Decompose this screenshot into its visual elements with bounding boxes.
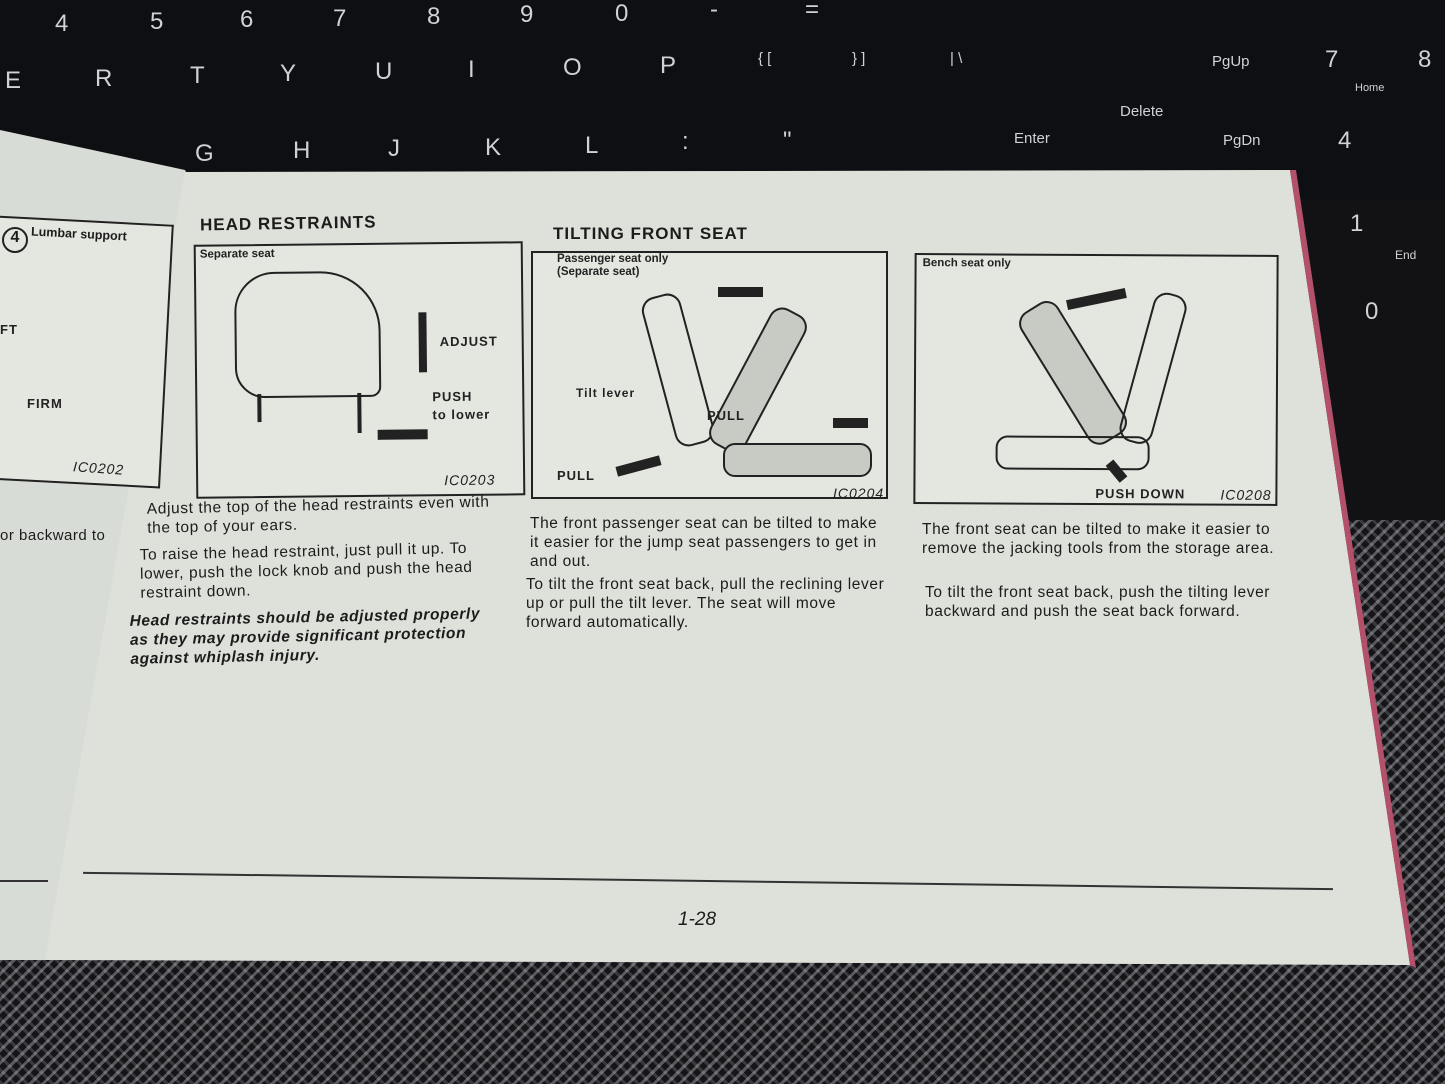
key: 4 — [1338, 127, 1352, 154]
tilt-lever-label: Tilt lever — [576, 386, 636, 400]
seat-cushion-drawing — [995, 435, 1150, 471]
step-badge: 4 — [2, 227, 28, 253]
key: 0 — [615, 0, 629, 27]
key: " — [783, 127, 792, 154]
warning-paragraph: Head restraints should be adjusted prope… — [129, 605, 481, 668]
soft-label: FT — [0, 322, 18, 337]
key: Delete — [1120, 103, 1164, 120]
head-restraint-figure: Separate seat ADJUST PUSH to lower IC020… — [193, 241, 526, 499]
figure-code: IC0203 — [444, 471, 496, 489]
key: 0 — [1365, 298, 1379, 325]
key: J — [388, 135, 400, 162]
figure-caption: Bench seat only — [922, 257, 1011, 270]
key: H — [293, 137, 311, 164]
pull-arrow-icon — [615, 455, 662, 477]
figure-caption: Passenger seat only — [557, 253, 669, 265]
key: 4 — [55, 10, 69, 37]
key: O — [563, 54, 582, 81]
key: - — [710, 0, 718, 23]
key: T — [190, 62, 205, 89]
forward-arrow-icon — [833, 418, 868, 428]
seat-back-drawing — [1116, 289, 1190, 448]
tilted-seat-back-drawing — [1013, 295, 1133, 450]
key: Enter — [1014, 130, 1050, 147]
push-down-label: PUSH DOWN — [1095, 485, 1186, 502]
to-lower-label: to lower — [432, 406, 491, 423]
key: = — [805, 0, 820, 23]
paragraph: To tilt the front seat back, push the ti… — [925, 584, 1271, 620]
head-restraint-drawing — [233, 270, 382, 399]
stay-post — [357, 392, 362, 434]
section-title-head-restraints: HEAD RESTRAINTS — [199, 212, 377, 235]
key: K — [485, 134, 502, 161]
tilted-seat-back-drawing — [704, 302, 812, 458]
tilt-arrow-icon — [1066, 288, 1127, 310]
key: } ] — [852, 50, 866, 67]
key: Home — [1355, 82, 1385, 94]
paragraph: The front seat can be tilted to make it … — [922, 521, 1275, 557]
pull-label: PULL — [707, 408, 745, 423]
key: End — [1395, 248, 1417, 262]
figure-code: IC0204 — [833, 485, 885, 501]
adjust-label: ADJUST — [439, 333, 498, 350]
footer-rule — [0, 880, 48, 882]
key: PgDn — [1223, 132, 1261, 149]
key: P — [660, 52, 677, 79]
section-title-tilting-front-seat: TILTING FRONT SEAT — [553, 224, 748, 243]
key: : — [682, 128, 689, 155]
paragraph: The front passenger seat can be tilted t… — [530, 515, 878, 570]
key: 7 — [1325, 46, 1339, 73]
key: 8 — [427, 3, 441, 30]
push-arrow-icon — [377, 429, 428, 440]
key: I — [468, 56, 475, 83]
tilt-arrow-icon — [718, 287, 763, 297]
seat-back-drawing — [638, 290, 718, 450]
adjust-arrow-icon — [418, 312, 428, 373]
key: 6 — [240, 6, 254, 33]
key: R — [95, 65, 113, 92]
firm-label: FIRM — [27, 396, 63, 411]
tilting-seat-figure: Passenger seat only (Separate seat) Tilt… — [531, 251, 888, 501]
key: Y — [280, 60, 297, 87]
key: U — [375, 58, 393, 85]
page-number: 1-28 — [678, 909, 717, 930]
key: 9 — [520, 1, 534, 28]
key: PgUp — [1212, 53, 1250, 70]
push-label: PUSH — [432, 388, 473, 405]
paragraph: Adjust the top of the head restraints ev… — [146, 493, 490, 537]
paragraph: To tilt the front seat back, pull the re… — [526, 576, 885, 631]
key: 1 — [1350, 210, 1364, 237]
keyboard: 4 5 6 7 8 9 0 - = E R T Y U I O P { [ } … — [0, 0, 1445, 325]
key: 8 — [1418, 46, 1432, 73]
figure-code: IC0208 — [1220, 486, 1272, 503]
key: 7 — [333, 5, 347, 32]
seat-cushion-drawing — [723, 443, 872, 477]
paragraph: To raise the head restraint, just pull i… — [139, 539, 473, 602]
key: 5 — [150, 8, 164, 35]
pull-label: PULL — [557, 468, 595, 483]
left-page-text: or backward to — [0, 527, 106, 544]
bench-seat-figure: Bench seat only PUSH DOWN IC0208 — [913, 253, 1279, 506]
lumbar-figure — [0, 215, 174, 489]
key: { [ — [758, 50, 772, 67]
key: E — [5, 67, 22, 94]
stay-post — [257, 394, 262, 423]
figure-caption: Separate seat — [199, 247, 275, 261]
key: L — [585, 132, 599, 159]
figure-caption: (Separate seat) — [557, 266, 640, 278]
key: | \ — [950, 50, 963, 67]
key: G — [195, 140, 214, 167]
